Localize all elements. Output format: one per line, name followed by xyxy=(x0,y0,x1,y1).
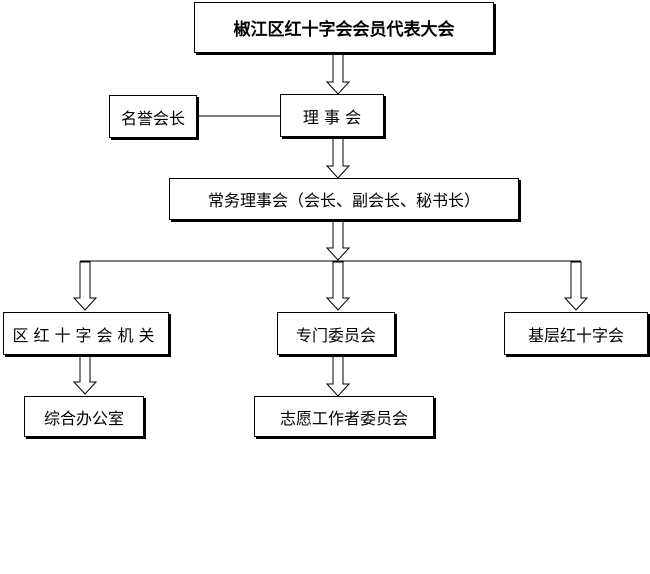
volunteer-committee-label: 志愿工作者委员会 xyxy=(279,408,408,428)
arrow-office-org-to-general-office xyxy=(72,354,98,395)
arrow-branch-to-committee xyxy=(325,261,351,311)
standing-council-box: 常务理事会（会长、副会长、秘书长） xyxy=(169,178,519,220)
arrow-council-to-standing xyxy=(325,136,351,179)
general-office-box: 综合办公室 xyxy=(24,396,144,437)
volunteer-committee-box: 志愿工作者委员会 xyxy=(254,396,434,437)
council-box: 理 事 会 xyxy=(280,94,384,137)
arrow-committee-to-volunteer xyxy=(325,354,351,397)
standing-council-label: 常务理事会（会长、副会长、秘书长） xyxy=(207,191,480,210)
grassroots-box: 基层红十字会 xyxy=(504,312,648,355)
office-org-box: 区红十字会机关 xyxy=(3,312,169,355)
honorary-president-label: 名誉会长 xyxy=(120,108,185,128)
arrow-congress-to-council xyxy=(325,52,351,95)
congress-label: 椒江区红十字会会员代表大会 xyxy=(233,20,455,40)
honorary-president-box: 名誉会长 xyxy=(109,95,197,138)
grassroots-label: 基层红十字会 xyxy=(527,325,624,345)
arrow-branch-to-grassroots xyxy=(563,261,589,311)
office-org-label: 区红十字会机关 xyxy=(12,325,160,345)
congress-box: 椒江区红十字会会员代表大会 xyxy=(194,2,494,53)
arrow-branch-to-office-org xyxy=(72,261,98,311)
arrow-standing-to-branch xyxy=(325,219,351,261)
committee-box: 专门委员会 xyxy=(277,312,395,355)
committee-label: 专门委员会 xyxy=(295,325,376,345)
general-office-label: 综合办公室 xyxy=(43,408,124,428)
council-label: 理 事 会 xyxy=(302,107,362,127)
